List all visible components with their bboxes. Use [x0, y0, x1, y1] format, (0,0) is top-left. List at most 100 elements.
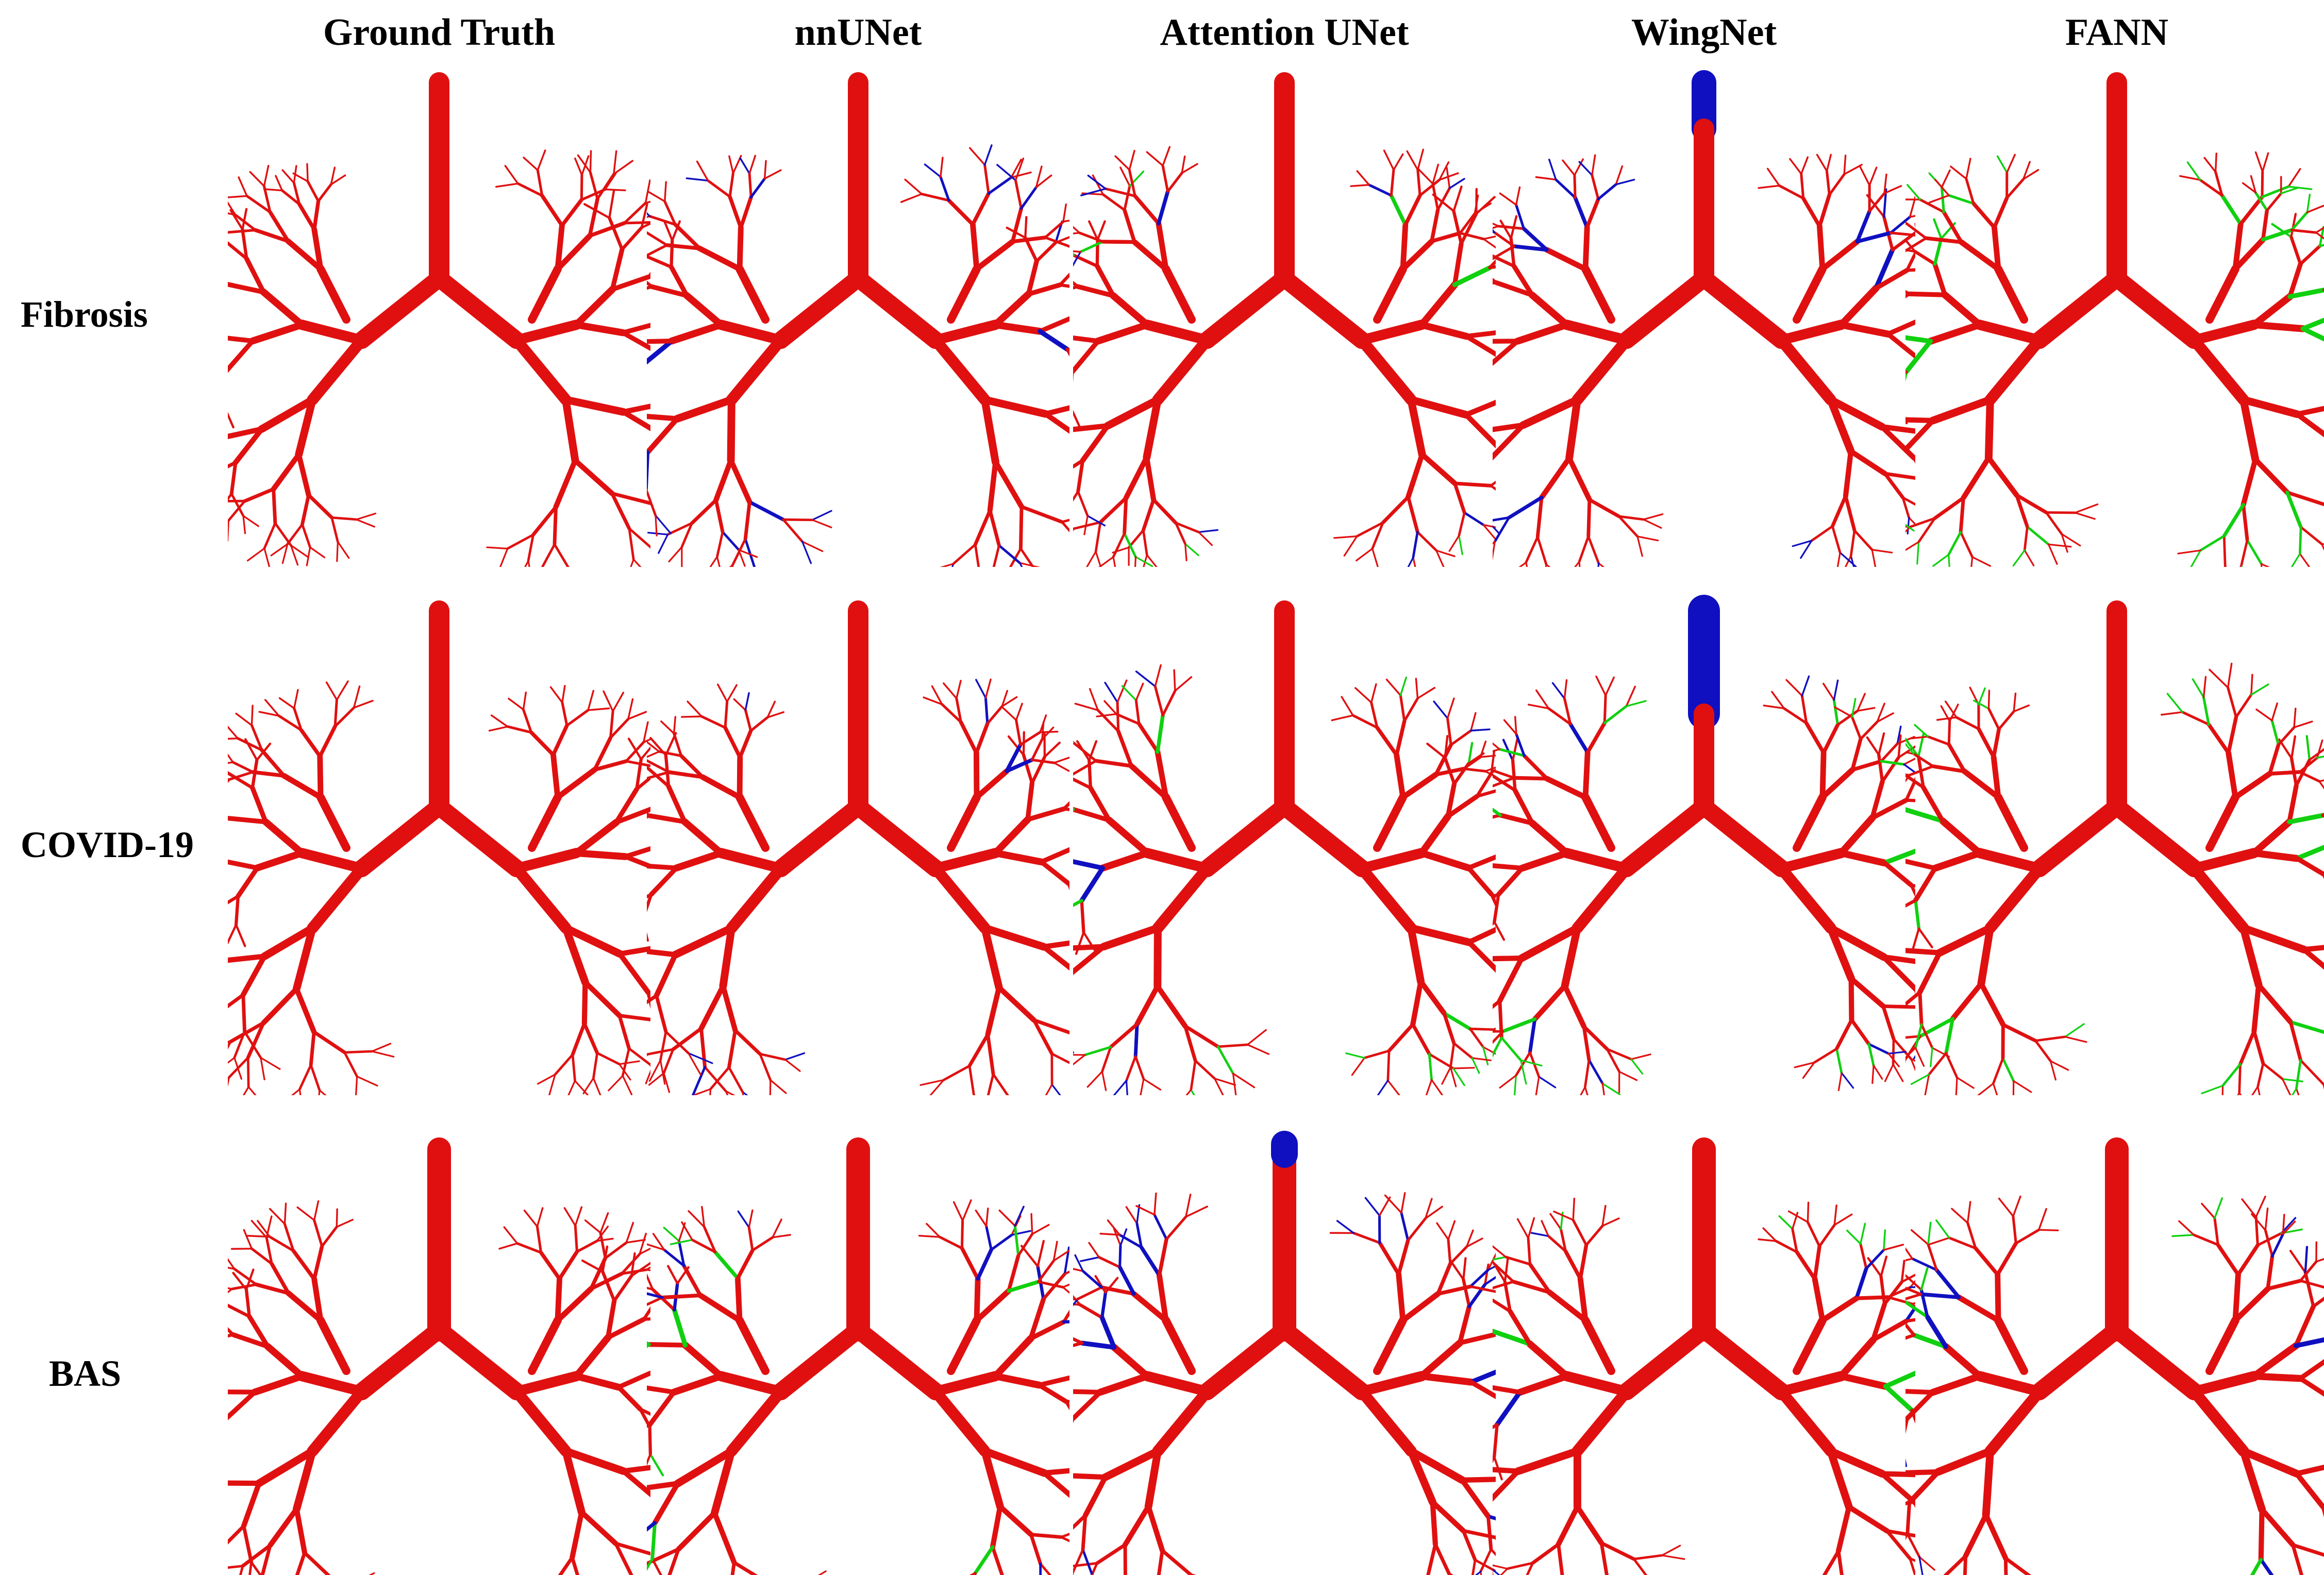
airway-branch	[1515, 1051, 1531, 1077]
airway-branch	[1514, 321, 1570, 345]
airway-branch	[1825, 170, 1831, 196]
airway-branch	[1445, 781, 1457, 819]
airway-branch	[1026, 282, 1063, 297]
airway-branch	[1950, 981, 1984, 1021]
airway-branch	[1907, 291, 1948, 297]
airway-branch	[726, 1386, 787, 1457]
airway-branch	[2037, 1208, 2047, 1231]
airway-branch	[1601, 1204, 1607, 1227]
airway-branch	[663, 1227, 680, 1242]
airway-branch	[1039, 1562, 1052, 1575]
airway-branch	[1441, 1066, 1451, 1085]
airway-branch	[330, 166, 336, 186]
airway-branch	[974, 768, 1010, 800]
airway-branch	[1881, 954, 1915, 992]
airway-branch	[1871, 549, 1893, 554]
airway-branch	[716, 556, 721, 567]
airway-branch	[1661, 1554, 1685, 1560]
airway-branch	[1078, 231, 1105, 243]
airway-branch	[233, 1267, 258, 1286]
airway-branch	[1073, 1298, 1079, 1301]
airway-branch	[1041, 1468, 1069, 1476]
airway-branch	[610, 491, 631, 530]
airway-branch	[1559, 1228, 1567, 1253]
airway-branch	[645, 1269, 650, 1271]
airway-tree-render	[228, 600, 650, 1095]
airway-branch	[1019, 731, 1042, 746]
airway-branch	[696, 245, 743, 272]
airway-branch	[2239, 924, 2263, 989]
airway-branch	[604, 188, 626, 192]
airway-branch	[573, 321, 627, 337]
airway-branch	[583, 203, 611, 219]
airway-branch	[715, 1371, 786, 1397]
airway-branch	[973, 508, 992, 546]
airway-branch	[2299, 1260, 2318, 1282]
airway-branch	[1162, 264, 1196, 324]
airway-branch	[2299, 1279, 2324, 1289]
airway-branch	[1194, 1059, 1216, 1080]
airway-branch	[1453, 481, 1493, 488]
airway-branch	[300, 493, 311, 526]
airway-branch	[1041, 944, 1069, 971]
airway-tree-bas-ground-truth	[228, 1113, 650, 1575]
airway-branch	[515, 1242, 543, 1254]
airway-branch	[981, 924, 1048, 951]
airway-branch	[1527, 1236, 1531, 1266]
airway-branch	[1561, 848, 1632, 874]
airway-branch	[1493, 222, 1500, 227]
airway-branch	[1415, 678, 1419, 699]
airway-branch	[1859, 721, 1879, 741]
airway-branch	[1992, 1082, 1998, 1095]
airway-branch	[1184, 543, 1188, 561]
airway-branch	[801, 541, 812, 564]
airway-branch	[1931, 849, 1983, 872]
airway-branch	[2022, 161, 2031, 180]
airway-branch	[1015, 702, 1023, 721]
airway-branch	[1493, 920, 1496, 926]
airway-branch	[1083, 515, 1089, 535]
airway-branch	[1904, 1318, 1915, 1323]
airway-branch	[2262, 152, 2269, 173]
airway-branch	[246, 1021, 265, 1060]
airway-branch	[307, 493, 334, 520]
airway-branch	[1078, 1303, 1104, 1319]
airway-branch	[290, 544, 299, 566]
airway-branch	[605, 1317, 646, 1340]
airway-branch	[1882, 848, 1915, 865]
airway-branch	[228, 778, 231, 780]
airway-branch	[1571, 1218, 1588, 1247]
airway-branch	[623, 846, 650, 859]
airway-branch	[2199, 178, 2223, 197]
airway-branch	[1013, 1224, 1020, 1257]
airway-branch	[1955, 716, 1980, 730]
airway-branch	[1073, 807, 1112, 823]
airway-branch	[1965, 177, 1975, 205]
airway-branch	[2254, 191, 2268, 212]
airway-branch	[230, 492, 245, 517]
airway-branch	[295, 396, 316, 459]
airway-branch	[748, 172, 753, 199]
airway-branch	[1073, 226, 1081, 234]
airway-branch	[1500, 1568, 1509, 1575]
airway-branch	[1944, 700, 1958, 718]
airway-branch	[969, 147, 986, 166]
airway-branch	[296, 320, 367, 345]
airway-branch	[2238, 1029, 2256, 1066]
airway-branch	[613, 786, 640, 825]
airway-branch	[1992, 1057, 2004, 1085]
airway-branch	[511, 848, 582, 874]
airway-branch	[628, 1047, 650, 1066]
airway-branch	[1883, 1280, 1903, 1306]
airway-branch	[596, 1237, 614, 1242]
airway-branch	[2316, 756, 2324, 759]
airway-branch	[726, 863, 787, 934]
airway-branch	[2222, 534, 2227, 567]
airway-branch	[574, 1080, 589, 1095]
airway-branch	[1185, 1193, 1192, 1218]
airway-branch	[1905, 1322, 1916, 1337]
airway-tree-covid-19-wingnet	[1493, 590, 1915, 1095]
airway-branch	[918, 1235, 941, 1238]
airway-branch	[1466, 940, 1496, 973]
airway-branch	[2239, 396, 2260, 463]
